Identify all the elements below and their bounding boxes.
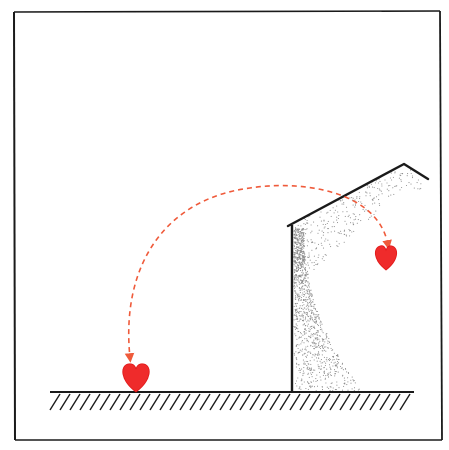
- hatch-line: [50, 394, 60, 410]
- heart-icon-start: [375, 246, 396, 270]
- hatch-line: [370, 394, 380, 410]
- wall-and-roof: [288, 164, 428, 392]
- hatch-line: [380, 394, 390, 410]
- hatch-line: [140, 394, 150, 410]
- ground-hatching: [50, 394, 410, 410]
- hatch-line: [290, 394, 300, 410]
- ground: [50, 392, 414, 410]
- hatch-line: [170, 394, 180, 410]
- hatch-line: [390, 394, 400, 410]
- frame: [14, 11, 442, 440]
- hatch-line: [350, 394, 360, 410]
- hatch-line: [220, 394, 230, 410]
- hatch-line: [360, 394, 370, 410]
- hatch-line: [260, 394, 270, 410]
- hatch-line: [110, 394, 120, 410]
- hatch-line: [80, 394, 90, 410]
- hatch-line: [400, 394, 410, 410]
- hatch-line: [120, 394, 130, 410]
- hatch-line: [310, 394, 320, 410]
- roof-line: [288, 164, 428, 226]
- hatch-line: [160, 394, 170, 410]
- hatch-line: [320, 394, 330, 410]
- hatch-line: [280, 394, 290, 410]
- hatch-line: [70, 394, 80, 410]
- heart-icon-end: [123, 364, 150, 392]
- hatch-line: [90, 394, 100, 410]
- trajectory-path: [129, 186, 388, 358]
- hatch-line: [190, 394, 200, 410]
- hatch-line: [60, 394, 70, 410]
- hatch-line: [210, 394, 220, 410]
- hatch-line: [180, 394, 190, 410]
- hatch-line: [100, 394, 110, 410]
- hatch-line: [300, 394, 310, 410]
- hatch-line: [230, 394, 240, 410]
- hatch-line: [150, 394, 160, 410]
- hatch-line: [240, 394, 250, 410]
- hatch-line: [340, 394, 350, 410]
- hatch-line: [270, 394, 280, 410]
- hatch-line: [130, 394, 140, 410]
- hatch-line: [250, 394, 260, 410]
- hatch-line: [330, 394, 340, 410]
- hatch-line: [200, 394, 210, 410]
